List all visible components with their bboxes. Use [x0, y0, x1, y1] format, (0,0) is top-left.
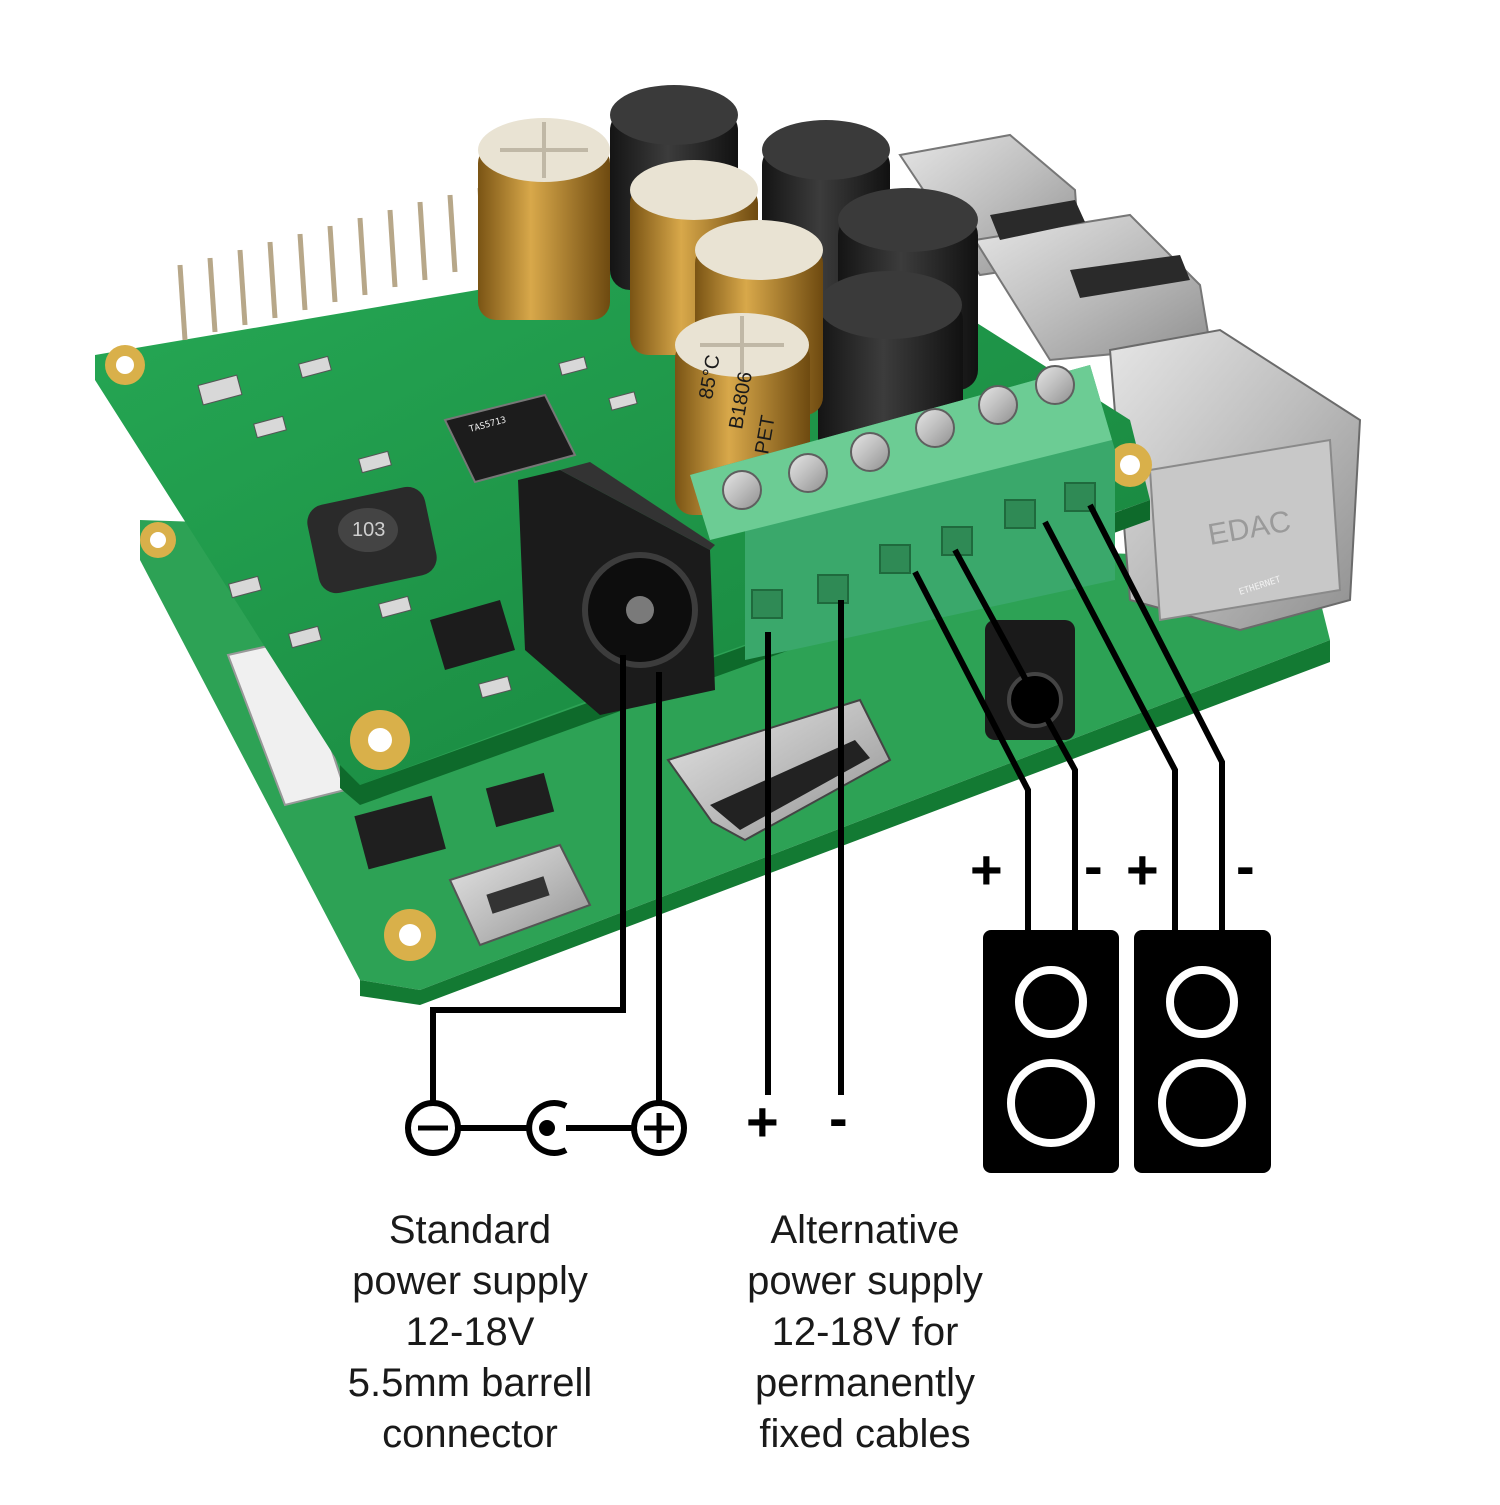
spk2-minus-sign: -	[1236, 834, 1255, 897]
smd-components	[197, 355, 638, 699]
wire-spk1-negative	[952, 548, 1078, 932]
wire-spk2-positive	[1042, 520, 1178, 932]
wiring	[430, 503, 1225, 1103]
small-chip	[430, 600, 515, 670]
wire-barrel-negative	[430, 655, 626, 1103]
capacitors: 85°C B1806 PET	[478, 85, 978, 515]
alt-plus-sign: +	[746, 1090, 779, 1153]
alt-minus-sign: -	[829, 1086, 848, 1149]
spk2-plus-sign: +	[1126, 838, 1159, 901]
inductor: 103	[307, 486, 437, 594]
standard-power-caption: Standard power supply 12-18V 5.5mm barre…	[347, 1208, 593, 1456]
wire-spk1-positive	[912, 570, 1031, 932]
speaker-right-icon	[1134, 930, 1271, 1173]
dc-barrel-jack	[518, 462, 715, 715]
speaker-left-icon	[983, 930, 1119, 1173]
barrel-polarity-symbol	[405, 1100, 687, 1156]
screw-terminal-block	[690, 365, 1115, 660]
spk1-minus-sign: -	[1084, 834, 1103, 897]
spk1-plus-sign: +	[970, 838, 1003, 901]
wire-spk2-negative	[1087, 503, 1225, 932]
alternative-power-caption: Alternative power supply 12-18V for perm…	[747, 1208, 983, 1456]
pi-chip	[354, 795, 446, 870]
amplifier-chip: TAS5713	[443, 393, 577, 484]
amplifier-hat-board: TAS5713 103	[95, 85, 1152, 805]
usb-ports	[898, 133, 1212, 362]
ethernet-jack: EDAC	[1108, 328, 1362, 632]
svg-text:103: 103	[352, 519, 385, 541]
